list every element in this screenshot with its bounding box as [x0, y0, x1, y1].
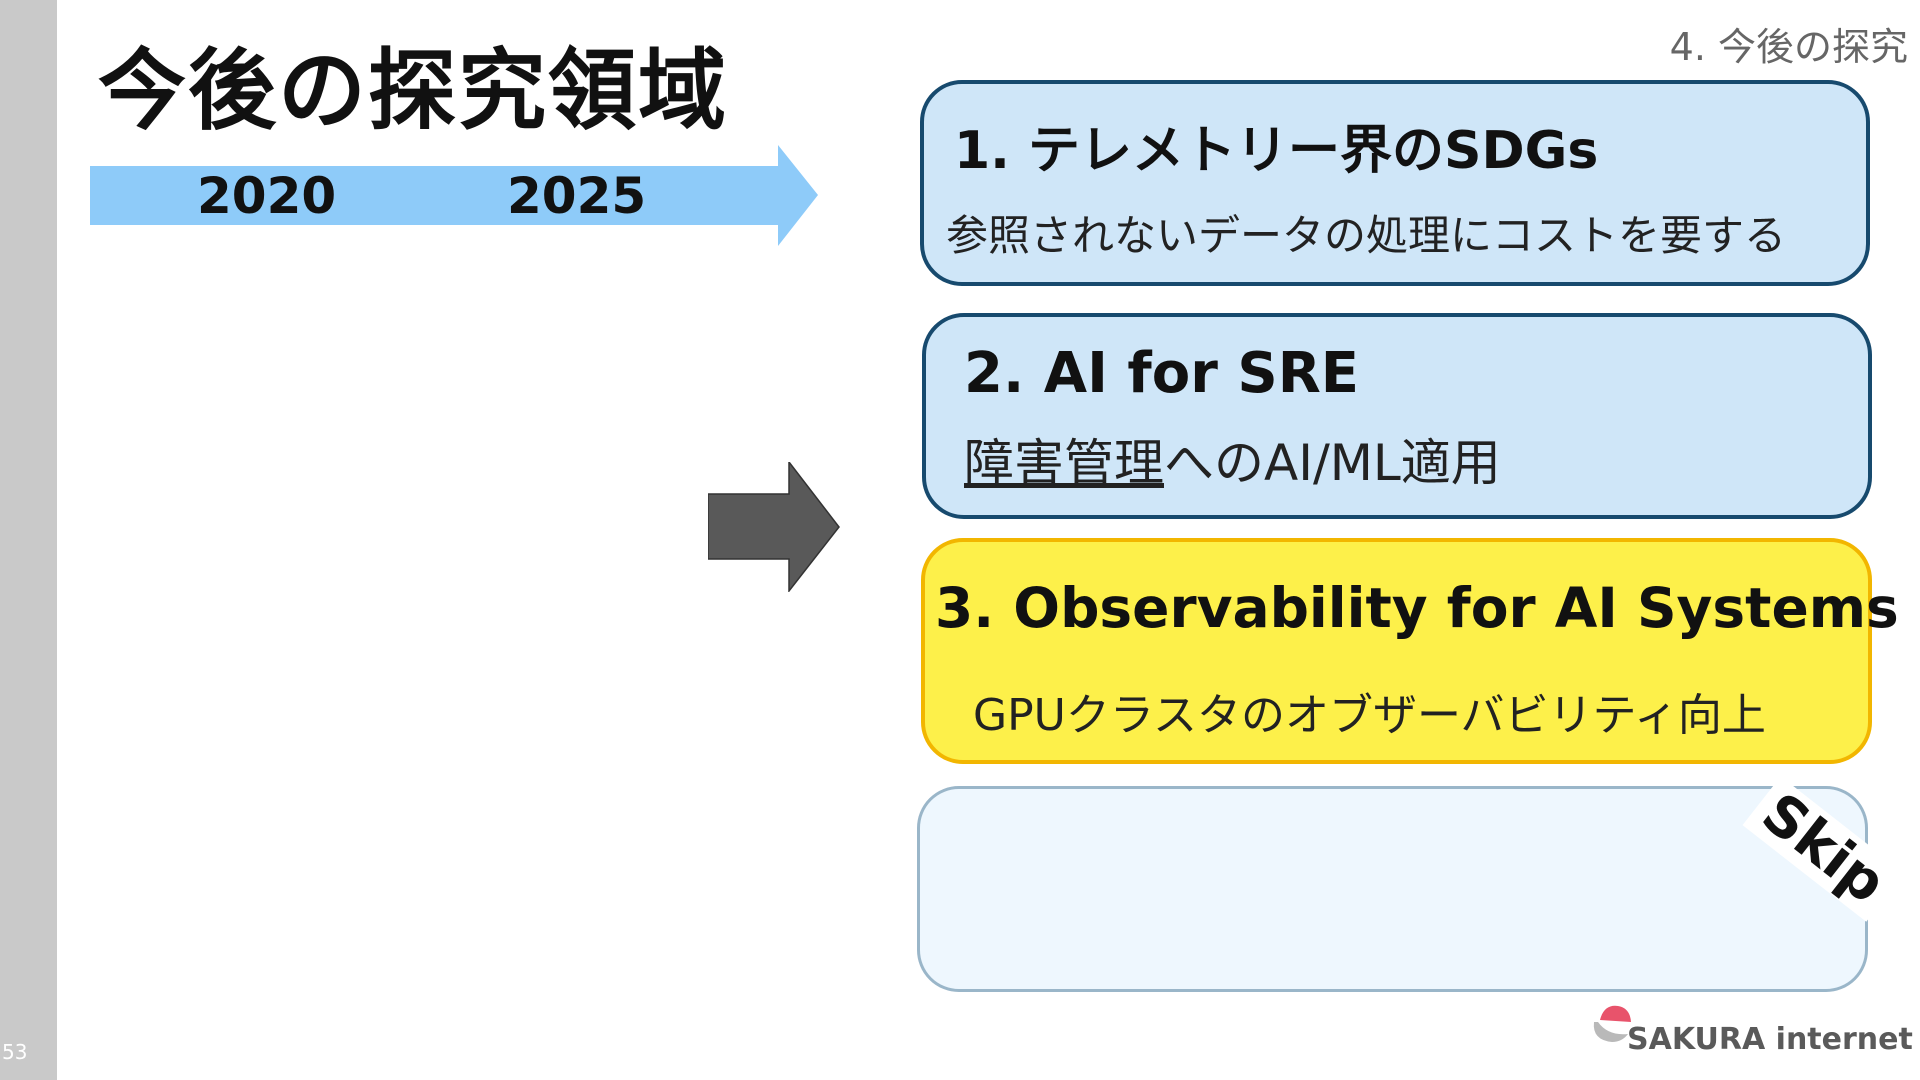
card-description: GPUクラスタのオブザーバビリティ向上	[973, 690, 1766, 741]
topic-card-empty	[917, 786, 1868, 992]
logo-text: SAKURA internet	[1627, 1022, 1913, 1057]
topic-card-ai-for-sre: 2. AI for SRE 障害管理へのAI/ML適用	[922, 313, 1872, 519]
slide-sidebar	[0, 0, 57, 1080]
sakura-internet-logo: SAKURA internet	[1590, 1000, 1913, 1064]
card-description: 障害管理へのAI/ML適用	[964, 423, 1501, 495]
slide-title: 今後の探究領域	[98, 39, 729, 142]
card-description: 参照されないデータの処理にコストを要する	[946, 211, 1787, 260]
right-arrow-icon	[708, 462, 840, 592]
card-title: 3. Observability for AI Systems	[935, 576, 1899, 640]
section-label: 4. 今後の探究	[1669, 25, 1908, 69]
topic-card-observability-ai: 3. Observability for AI Systems GPUクラスタの…	[921, 538, 1899, 764]
timeline-arrow: 2020 2025	[90, 145, 818, 246]
underlined-term: 障害管理	[964, 434, 1164, 492]
timeline-year-end: 2025	[507, 167, 647, 225]
card-title: 2. AI for SRE	[964, 341, 1360, 406]
description-rest: へのAI/ML適用	[1164, 434, 1501, 492]
timeline-arrow-shape	[90, 145, 818, 246]
sakura-logo-icon	[1593, 1005, 1631, 1042]
card-title: 1. テレメトリー界のSDGs	[954, 121, 1599, 181]
timeline-year-start: 2020	[197, 167, 337, 225]
page-number: 53	[2, 1040, 28, 1064]
topic-card-telemetry-sdgs: 1. テレメトリー界のSDGs 参照されないデータの処理にコストを要する	[920, 80, 1870, 286]
